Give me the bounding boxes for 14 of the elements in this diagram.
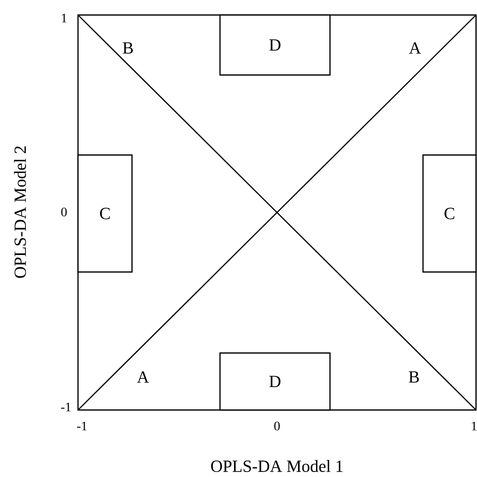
tick-label: 1 bbox=[472, 422, 476, 430]
tick-label: -1 bbox=[61, 402, 71, 412]
region-box: C bbox=[422, 154, 477, 273]
region-letter: B bbox=[408, 371, 419, 383]
axis-title: OPLS-DA Model 1 bbox=[211, 460, 343, 472]
region-letter: A bbox=[137, 371, 150, 383]
axis-title: OPLS-DA Model 2 bbox=[14, 146, 26, 278]
region-box: D bbox=[219, 14, 331, 76]
region-letter: B bbox=[122, 42, 133, 54]
tick-label: 1 bbox=[62, 14, 66, 22]
region-box: D bbox=[219, 352, 331, 411]
tick-label: -1 bbox=[77, 422, 87, 430]
region-letter: A bbox=[409, 42, 422, 54]
region-box: C bbox=[77, 154, 133, 273]
